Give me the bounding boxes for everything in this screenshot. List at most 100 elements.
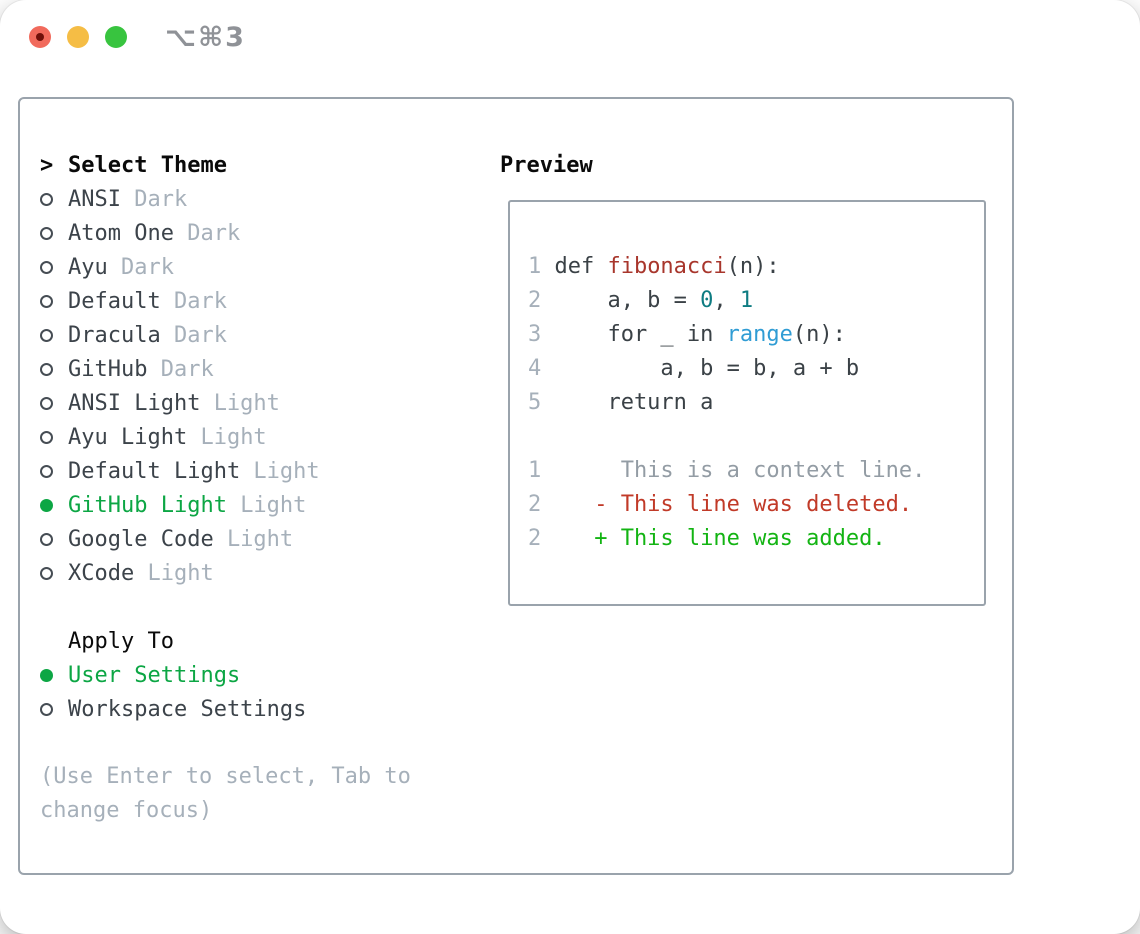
radio-icon	[40, 532, 68, 546]
code-token-func: fibonacci	[607, 253, 727, 279]
maximize-button[interactable]	[105, 26, 127, 48]
radio-dot-hollow	[40, 702, 53, 716]
select-theme-heading: > Select Theme	[40, 148, 480, 182]
theme-option-label: Default Light	[68, 458, 241, 484]
radio-icon	[40, 464, 68, 478]
radio-dot-filled	[40, 668, 53, 682]
close-button[interactable]	[29, 26, 51, 48]
preview-column: Preview 1 def fibonacci (n): 2 a, b = 0, 1 3…	[480, 148, 1012, 873]
radio-dot-hollow	[40, 260, 53, 274]
preview-line: 5 return a	[528, 385, 984, 419]
theme-option-label: Atom One	[68, 220, 174, 246]
theme-option-variant-label: Dark	[134, 186, 188, 212]
apply-to-title: Apply To	[68, 628, 174, 654]
theme-option-variant-label: Light	[253, 458, 320, 484]
preview-line: 1 This is a context line.	[528, 453, 984, 487]
line-number: 2	[528, 491, 542, 517]
code-token-plain: ,	[713, 287, 740, 313]
radio-dot-hollow	[40, 464, 53, 478]
code-token-num: 1	[739, 287, 754, 313]
line-number: 1	[528, 457, 542, 483]
radio-icon	[40, 192, 68, 206]
radio-dot-hollow	[40, 328, 53, 342]
theme-option-default-light-light[interactable]: Default Light Light	[40, 454, 480, 488]
line-number: 3	[528, 321, 542, 347]
radio-icon	[40, 260, 68, 274]
theme-option-label: Dracula	[68, 322, 161, 348]
theme-option-label: Default	[68, 288, 161, 314]
window-shortcut-label: ⌥⌘3	[165, 21, 246, 53]
theme-option-variant-label: Light	[213, 390, 280, 416]
apply-to-heading: Apply To	[40, 624, 480, 658]
theme-option-google-code-light[interactable]: Google Code Light	[40, 522, 480, 556]
code-token-num: 0	[700, 287, 714, 313]
apply-option-label: User Settings	[68, 662, 241, 688]
apply-option-label: Workspace Settings	[68, 696, 307, 722]
theme-option-label: Google Code	[68, 526, 214, 552]
radio-selected-icon	[40, 498, 68, 512]
code-token-plain: def	[554, 253, 608, 279]
theme-option-label: GitHub Light	[68, 492, 227, 518]
theme-option-variant-label: Light	[226, 526, 294, 552]
line-number: 2	[528, 287, 542, 313]
code-token-builtin: range	[726, 321, 793, 347]
radio-dot-hollow	[40, 566, 53, 580]
code-token-ctx: This is a context line.	[554, 457, 926, 483]
preview-title: Preview	[500, 152, 593, 178]
radio-dot-hollow	[40, 192, 53, 206]
radio-dot-hollow	[40, 396, 53, 410]
theme-option-atom-one-dark[interactable]: Atom One Dark	[40, 216, 480, 250]
line-number: 1	[528, 253, 542, 279]
help-hint: (Use Enter to select, Tab to change focu…	[40, 764, 411, 823]
line-number: 5	[528, 389, 542, 415]
radio-icon	[40, 328, 68, 342]
theme-option-default-dark[interactable]: Default Dark	[40, 284, 480, 318]
radio-icon	[40, 226, 68, 240]
code-token-plain: return a	[554, 389, 714, 415]
select-theme-title: Select Theme	[68, 152, 227, 178]
preview-line: 2 a, b = 0, 1	[528, 283, 984, 317]
theme-option-ansi-dark[interactable]: ANSI Dark	[40, 182, 480, 216]
radio-icon	[40, 702, 68, 716]
preview-line: 2 - This line was deleted.	[528, 487, 984, 521]
theme-option-dracula-dark[interactable]: Dracula Dark	[40, 318, 480, 352]
preview-line	[528, 419, 984, 453]
theme-option-variant-label: Light	[200, 424, 267, 450]
theme-option-variant-label: Dark	[173, 322, 227, 348]
window-titlebar: ⌥⌘3	[0, 0, 1140, 74]
preview-heading: Preview	[480, 148, 1012, 182]
theme-option-variant-label: Dark	[187, 220, 241, 246]
theme-option-label: Ayu	[68, 254, 108, 280]
apply-option-user-settings[interactable]: User Settings	[40, 658, 480, 692]
close-dot-icon	[36, 33, 44, 41]
apply-option-workspace-settings[interactable]: Workspace Settings	[40, 692, 480, 726]
radio-icon	[40, 362, 68, 376]
radio-dot-hollow	[40, 430, 53, 444]
theme-option-variant-label: Dark	[173, 288, 227, 314]
radio-icon	[40, 566, 68, 580]
theme-option-label: ANSI	[68, 186, 121, 212]
radio-dot-hollow	[40, 532, 53, 546]
theme-option-variant-label: Dark	[160, 356, 214, 382]
radio-dot-filled	[40, 498, 53, 512]
minimize-button[interactable]	[67, 26, 89, 48]
preview-line: 2 + This line was added.	[528, 521, 984, 555]
radio-dot-hollow	[40, 226, 53, 240]
code-token-plain: a, b = b, a + b	[554, 355, 860, 381]
code-token-plain: (n):	[792, 321, 846, 347]
line-number: 2	[528, 525, 542, 551]
radio-dot-hollow	[40, 294, 53, 308]
